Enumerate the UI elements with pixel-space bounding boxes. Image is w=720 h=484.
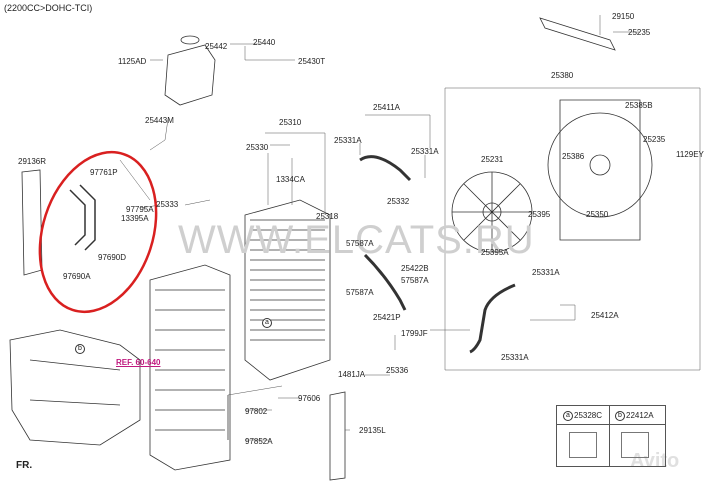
part-label[interactable]: 25411A	[373, 103, 400, 112]
callout-b: b	[75, 344, 85, 354]
legend-divider	[609, 406, 610, 466]
part-label[interactable]: 57587A	[346, 239, 374, 248]
legend-part-a[interactable]: 25328C	[574, 411, 603, 420]
plate-icon	[621, 432, 649, 458]
part-label[interactable]: 97690D	[98, 253, 127, 262]
legend-callout-a: a	[563, 411, 573, 421]
part-label[interactable]: 25385B	[625, 101, 653, 110]
part-label[interactable]: 97761P	[90, 168, 118, 177]
part-label[interactable]: 97606	[298, 394, 321, 403]
callout-a: a	[262, 318, 272, 328]
part-label[interactable]: 1334CA	[276, 175, 305, 184]
front-indicator: FR.	[16, 460, 33, 471]
highlight-ring	[38, 150, 158, 314]
part-label[interactable]: 25332	[387, 197, 410, 206]
legend-callout-b: b	[615, 411, 625, 421]
part-label[interactable]: 25442	[205, 42, 228, 51]
part-label[interactable]: 25331A	[411, 147, 439, 156]
part-label[interactable]: 25443M	[145, 116, 174, 125]
part-label[interactable]: 97690A	[63, 272, 91, 281]
part-label[interactable]: 25235	[643, 135, 666, 144]
part-label[interactable]: 25331A	[532, 268, 560, 277]
cap-icon	[569, 432, 597, 458]
part-label[interactable]: 25331A	[334, 136, 362, 145]
part-label[interactable]: 25440	[253, 38, 276, 47]
part-label[interactable]: 25412A	[591, 311, 619, 320]
part-label[interactable]: 25395	[528, 210, 551, 219]
part-label[interactable]: 25395A	[481, 248, 509, 257]
legend-divider	[557, 424, 665, 425]
part-label[interactable]: 25235	[628, 28, 651, 37]
part-label[interactable]: 29135L	[359, 426, 386, 435]
part-label[interactable]: 1481JA	[338, 370, 366, 379]
part-label[interactable]: 25330	[246, 143, 269, 152]
part-label[interactable]: 25380	[551, 71, 574, 80]
ref-link[interactable]: REF. 60-640	[116, 358, 161, 367]
part-label[interactable]: 25421P	[373, 313, 401, 322]
part-label[interactable]: 25422B	[401, 264, 429, 273]
part-label[interactable]: 25333	[156, 200, 179, 209]
part-label[interactable]: 25231	[481, 155, 504, 164]
page-header: (2200CC>DOHC-TCI)	[4, 3, 93, 13]
part-label[interactable]: 25350	[586, 210, 609, 219]
part-label[interactable]: 25336	[386, 366, 409, 375]
part-label[interactable]: 1125AD	[118, 57, 147, 66]
legend-part-b[interactable]: 22412A	[626, 411, 654, 420]
part-label[interactable]: 25318	[316, 212, 339, 221]
part-label[interactable]: 1799JF	[401, 329, 428, 338]
part-label[interactable]: 97852A	[245, 437, 273, 446]
part-label[interactable]: 57587A	[346, 288, 374, 297]
part-label[interactable]: 97802	[245, 407, 268, 416]
part-label[interactable]: 13395A	[121, 214, 149, 223]
part-label[interactable]: 25386	[562, 152, 585, 161]
part-label[interactable]: 1129EY	[676, 150, 704, 159]
legend-box: a 25328C b 22412A	[556, 405, 666, 467]
part-label[interactable]: 97795A	[126, 205, 154, 214]
part-label[interactable]: 25331A	[501, 353, 529, 362]
part-label[interactable]: 29150	[612, 12, 635, 21]
part-label[interactable]: 57587A	[401, 276, 429, 285]
watermark: WWW.ELCATS.RU	[178, 218, 535, 262]
part-label[interactable]: 25430T	[298, 57, 326, 66]
part-label[interactable]: 25310	[279, 118, 302, 127]
part-label[interactable]: 29136R	[18, 157, 47, 166]
